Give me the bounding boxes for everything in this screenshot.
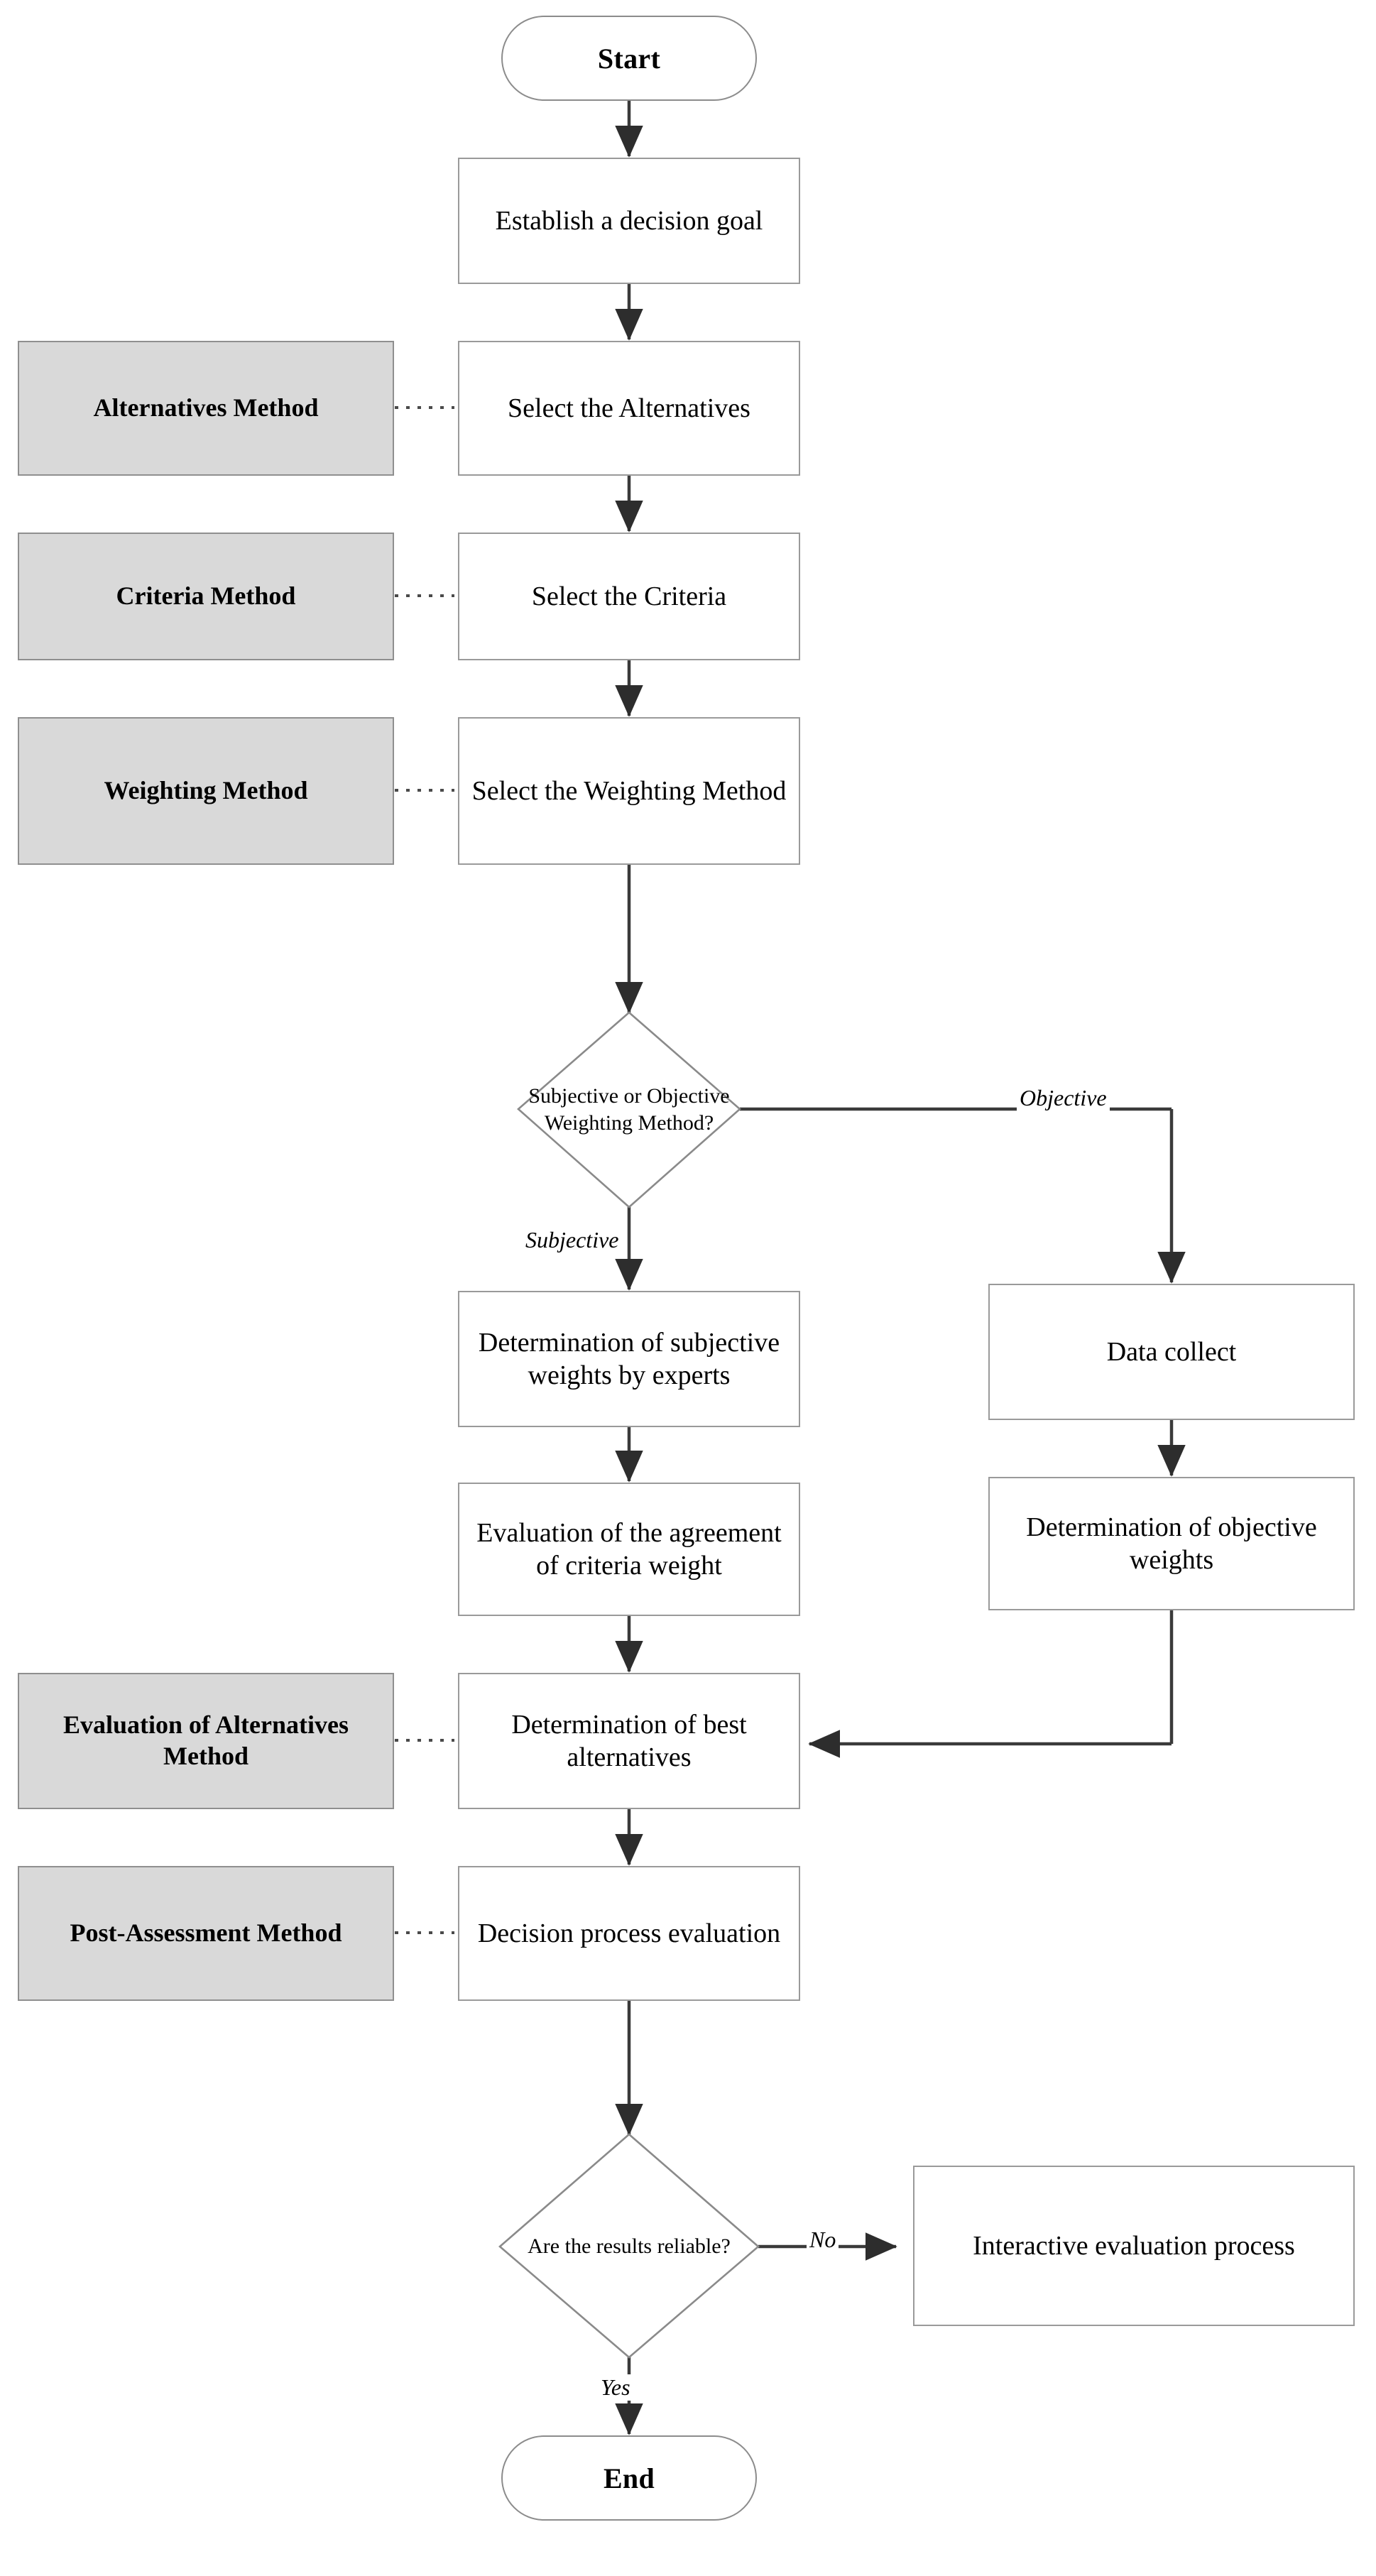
edge-label-subjective: Subjective bbox=[523, 1227, 622, 1253]
process-objective-weights-label: Determination of objective weights bbox=[1026, 1512, 1317, 1575]
method-label-post-assessment[interactable]: Post-Assessment Method bbox=[18, 1866, 394, 2001]
terminal-start-label: Start bbox=[597, 42, 661, 75]
decision-weighting-type[interactable]: Subjective or Objective Weighting Method… bbox=[487, 1044, 771, 1175]
process-decision-evaluation[interactable]: Decision process evaluation bbox=[458, 1866, 800, 2001]
process-data-collect[interactable]: Data collect bbox=[988, 1284, 1355, 1420]
edge-label-no: No bbox=[807, 2227, 839, 2253]
process-data-collect-label: Data collect bbox=[1106, 1336, 1237, 1367]
process-select-alternatives[interactable]: Select the Alternatives bbox=[458, 341, 800, 476]
process-interactive-evaluation-label: Interactive evaluation process bbox=[973, 2230, 1295, 2261]
method-label-evaluation-of-alternatives[interactable]: Evaluation of Alternatives Method bbox=[18, 1673, 394, 1809]
method-label-alternatives-text: Alternatives Method bbox=[93, 393, 319, 422]
terminal-end[interactable]: End bbox=[501, 2435, 757, 2521]
process-subjective-weights[interactable]: Determination of subjective weights by e… bbox=[458, 1291, 800, 1427]
decision-weighting-type-label: Subjective or Objective Weighting Method… bbox=[528, 1084, 730, 1135]
method-label-weighting[interactable]: Weighting Method bbox=[18, 717, 394, 865]
process-objective-weights[interactable]: Determination of objective weights bbox=[988, 1477, 1355, 1610]
decision-results-reliable-label: Are the results reliable? bbox=[528, 2234, 731, 2259]
process-establish-goal[interactable]: Establish a decision goal bbox=[458, 158, 800, 284]
method-label-criteria[interactable]: Criteria Method bbox=[18, 533, 394, 660]
method-label-weighting-text: Weighting Method bbox=[104, 776, 308, 805]
edge-label-objective: Objective bbox=[1017, 1085, 1110, 1111]
method-label-post-assessment-text: Post-Assessment Method bbox=[70, 1919, 342, 1948]
process-best-alternatives[interactable]: Determination of best alternatives bbox=[458, 1673, 800, 1809]
process-agreement-evaluation[interactable]: Evaluation of the agreement of criteria … bbox=[458, 1483, 800, 1616]
terminal-start[interactable]: Start bbox=[501, 16, 757, 101]
process-select-weighting-method-label: Select the Weighting Method bbox=[471, 775, 787, 806]
process-subjective-weights-label: Determination of subjective weights by e… bbox=[478, 1327, 780, 1390]
decision-results-reliable[interactable]: Are the results reliable? bbox=[473, 2198, 785, 2295]
method-label-evaluation-of-alternatives-text: Evaluation of Alternatives Method bbox=[63, 1710, 349, 1770]
edge-label-yes: Yes bbox=[598, 2374, 633, 2401]
process-agreement-evaluation-label: Evaluation of the agreement of criteria … bbox=[476, 1517, 782, 1581]
process-decision-evaluation-label: Decision process evaluation bbox=[477, 1918, 781, 1948]
process-best-alternatives-label: Determination of best alternatives bbox=[511, 1709, 747, 1772]
process-select-alternatives-label: Select the Alternatives bbox=[508, 393, 750, 423]
process-select-weighting-method[interactable]: Select the Weighting Method bbox=[458, 717, 800, 865]
process-select-criteria[interactable]: Select the Criteria bbox=[458, 533, 800, 660]
process-interactive-evaluation[interactable]: Interactive evaluation process bbox=[913, 2166, 1355, 2326]
process-establish-goal-label: Establish a decision goal bbox=[495, 205, 763, 236]
method-label-alternatives[interactable]: Alternatives Method bbox=[18, 341, 394, 476]
process-select-criteria-label: Select the Criteria bbox=[531, 581, 727, 611]
method-label-criteria-text: Criteria Method bbox=[116, 582, 296, 611]
terminal-end-label: End bbox=[603, 2462, 655, 2494]
